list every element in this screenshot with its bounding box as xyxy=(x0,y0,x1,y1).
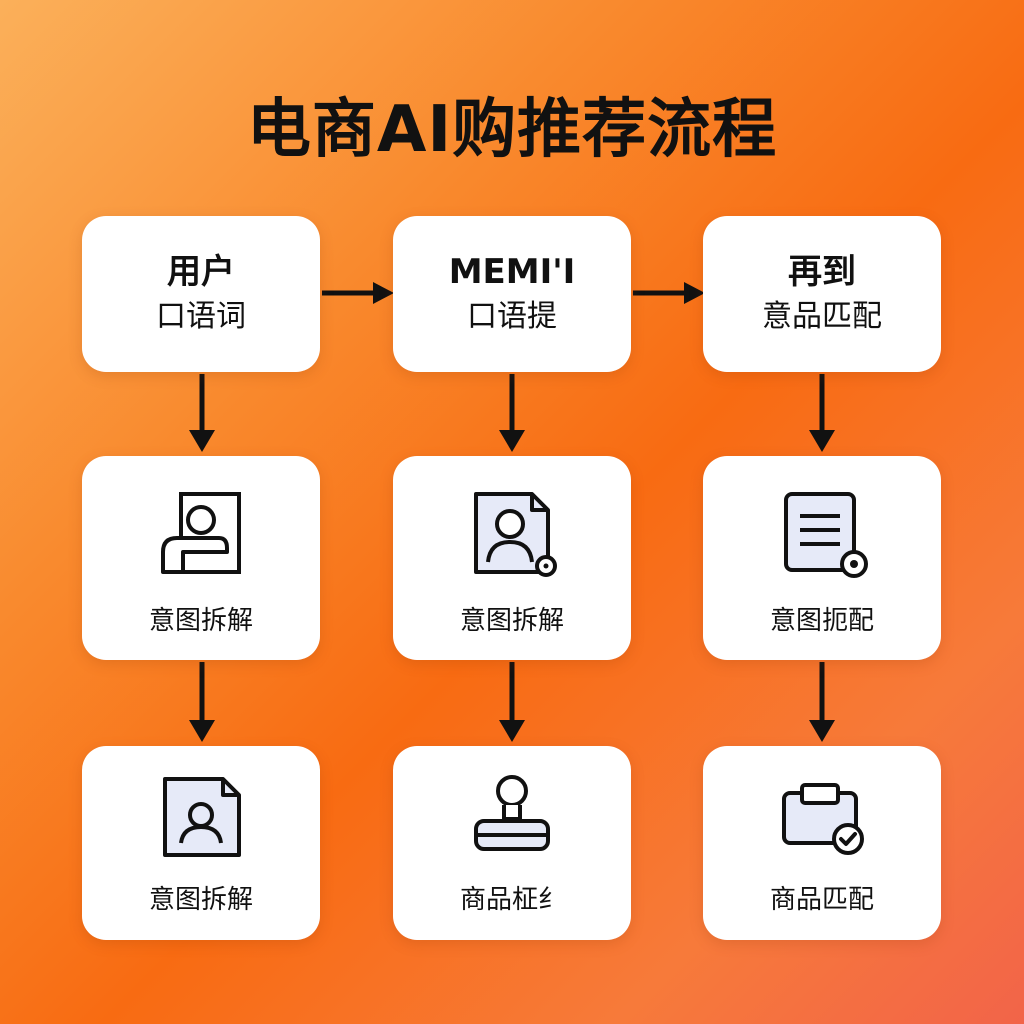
list-document-icon xyxy=(784,492,868,578)
node-label: 商品匹配 xyxy=(769,885,874,915)
arrowhead-down-5 xyxy=(499,720,525,742)
node-product-stamp: 商品柾纟 xyxy=(393,746,631,940)
node-label: 意图拆解 xyxy=(148,606,253,636)
node-intent-match: 意图扼配 xyxy=(703,456,941,660)
node-subtitle: 口语提 xyxy=(467,299,557,334)
node-subtitle: 意品匹配 xyxy=(762,299,882,334)
node-subtitle: 口语词 xyxy=(156,299,246,334)
page-title: 电商AI购推荐流程 xyxy=(246,93,778,167)
node-label: 意图扼配 xyxy=(769,606,874,636)
node-title: MEMI'I xyxy=(448,252,576,292)
node-zaidao: 再到 意品匹配 xyxy=(703,216,941,372)
node-label: 商品柾纟 xyxy=(459,885,564,915)
node-title: 用户 xyxy=(167,252,235,292)
profile-document-icon xyxy=(474,492,557,577)
arrowhead-right-2 xyxy=(684,282,705,304)
node-intent-2: 意图拆解 xyxy=(393,456,631,660)
arrowhead-down-3 xyxy=(809,430,835,452)
node-intent-1: 意图拆解 xyxy=(82,456,320,660)
node-title: 再到 xyxy=(788,252,856,292)
product-check-icon xyxy=(782,783,864,855)
user-profile-icon xyxy=(161,492,241,574)
node-user: 用户 口语词 xyxy=(82,216,320,372)
arrowhead-down-4 xyxy=(189,720,215,742)
arrowhead-down-2 xyxy=(499,430,525,452)
node-intent-3: 意图拆解 xyxy=(82,746,320,940)
node-memi: MEMI'I 口语提 xyxy=(393,216,631,372)
stamp-icon xyxy=(474,775,550,851)
arrowhead-right-1 xyxy=(373,282,394,304)
arrowhead-down-1 xyxy=(189,430,215,452)
node-label: 意图拆解 xyxy=(459,606,564,636)
arrowhead-down-6 xyxy=(809,720,835,742)
user-image-icon xyxy=(163,777,241,857)
node-product-match: 商品匹配 xyxy=(703,746,941,940)
node-label: 意图拆解 xyxy=(148,885,253,915)
